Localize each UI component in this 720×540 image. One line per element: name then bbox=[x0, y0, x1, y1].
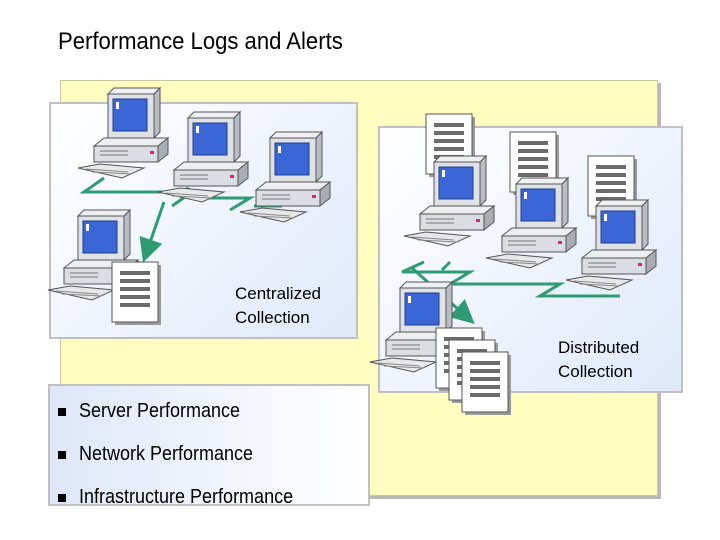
list-item: Infrastructure Performance bbox=[56, 476, 317, 519]
performance-list: Server Performance Network Performance I… bbox=[56, 390, 317, 519]
list-item-label: Infrastructure Performance bbox=[79, 486, 294, 508]
collected-log-document-3 bbox=[461, 351, 512, 416]
distributed-computer-1 bbox=[403, 155, 495, 247]
list-item: Server Performance bbox=[56, 390, 317, 433]
list-item-label: Network Performance bbox=[79, 443, 254, 465]
bullet-icon bbox=[58, 450, 66, 459]
central-log-document bbox=[111, 261, 162, 326]
central-computer-3 bbox=[239, 131, 331, 223]
performance-list-panel bbox=[48, 384, 370, 506]
bullet-icon bbox=[58, 493, 66, 502]
distributed-computer-2 bbox=[485, 177, 577, 269]
distributed-computer-3 bbox=[565, 199, 657, 291]
list-item-label: Server Performance bbox=[79, 400, 241, 422]
slide-title: Performance Logs and Alerts bbox=[58, 28, 343, 55]
central-computer-1 bbox=[77, 87, 169, 179]
distributed-collection-label: Distributed Collection bbox=[558, 338, 640, 381]
bullet-icon bbox=[58, 407, 66, 416]
central-computer-2 bbox=[157, 111, 249, 203]
list-item: Network Performance bbox=[56, 433, 317, 476]
centralized-collection-label: Centralized Collection bbox=[235, 284, 321, 327]
